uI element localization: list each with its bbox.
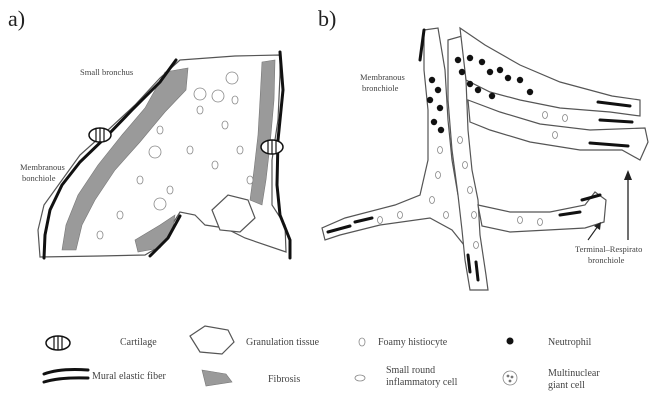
panel-b-label: b)	[318, 6, 336, 31]
panel-a-cartilage-right	[261, 140, 283, 154]
panel-a-drawing: Small bronchus Membranous bonchiole	[20, 52, 290, 258]
legend-cartilage: Cartilage	[120, 337, 157, 348]
legend: Cartilage Granulation tissue Foamy histi…	[44, 326, 600, 391]
legend-small-round-icon	[355, 375, 365, 381]
label-membranous-b-1: Membranous	[360, 72, 405, 82]
legend-neutrophil: Neutrophil	[548, 337, 592, 348]
panel-a-label: a)	[8, 6, 25, 31]
legend-cartilage-icon	[46, 336, 70, 350]
legend-elastic: Mural elastic fiber	[92, 371, 167, 382]
legend-foamy: Foamy histiocyte	[378, 337, 448, 348]
legend-small-round-2: inflammatory cell	[386, 377, 458, 388]
label-membranous-a-1: Membranous	[20, 162, 65, 172]
legend-foamy-icon	[359, 338, 365, 346]
panel-b-drawing: Membranous bronchiole Terminal–Respirato…	[322, 28, 648, 290]
legend-small-round-1: Small round	[386, 365, 435, 376]
label-membranous-a-2: bonchiole	[22, 173, 56, 183]
legend-giant-cell-icon	[503, 371, 517, 385]
legend-fibrosis-icon	[202, 370, 232, 386]
legend-giant-2: giant cell	[548, 380, 585, 391]
legend-elastic-icon	[44, 370, 88, 383]
label-terminal-1: Terminal–Respirato	[575, 244, 642, 254]
legend-giant-1: Multinuclear	[548, 368, 600, 379]
legend-granulation: Granulation tissue	[246, 337, 320, 348]
legend-granulation-icon	[190, 326, 234, 354]
panel-a-cartilage-left	[89, 128, 111, 142]
label-membranous-b-2: bronchiole	[362, 83, 399, 93]
legend-neutrophil-icon	[507, 338, 514, 345]
legend-fibrosis: Fibrosis	[268, 374, 300, 385]
label-small-bronchus: Small bronchus	[80, 67, 133, 77]
label-terminal-2: bronchiole	[588, 255, 625, 265]
